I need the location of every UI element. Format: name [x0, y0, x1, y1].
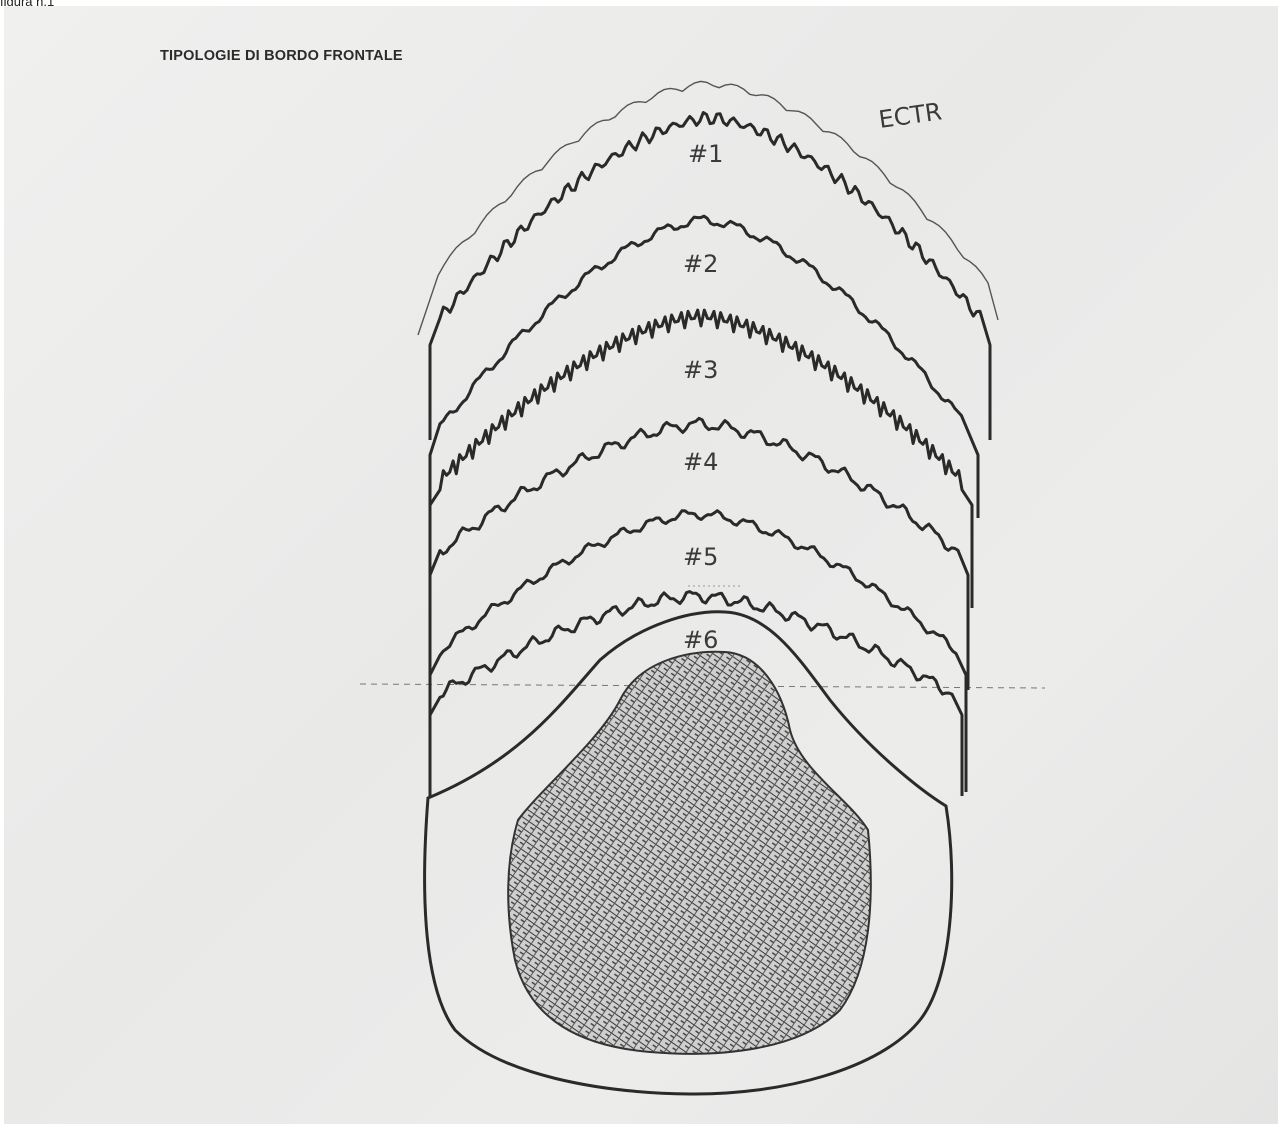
front-label-3: #3 [683, 356, 718, 384]
front-label-4: #4 [683, 448, 718, 476]
ctr-label: ECTR [877, 97, 944, 134]
hatched-core [508, 652, 871, 1054]
front-label-5: #5 [683, 543, 718, 571]
front-label-2: #2 [683, 250, 718, 278]
front-label-6: #6 [683, 626, 718, 654]
front-label-1: #1 [688, 140, 723, 168]
